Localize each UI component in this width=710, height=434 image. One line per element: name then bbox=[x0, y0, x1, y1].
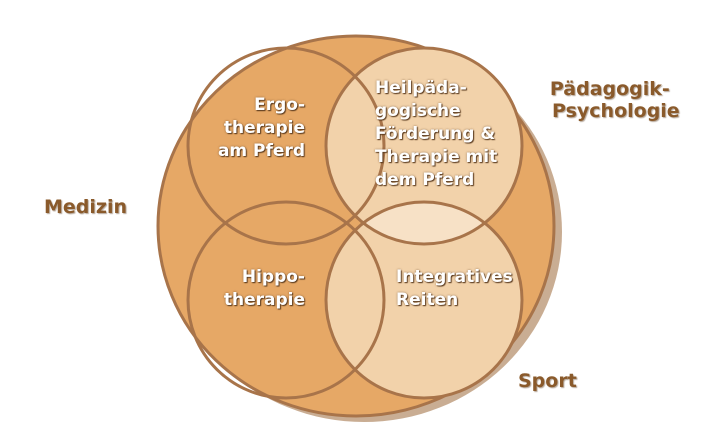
circle-integratives-reiten bbox=[324, 200, 524, 400]
label-ergotherapie: Ergo- therapie am Pferd bbox=[217, 95, 305, 161]
label-heilpaedagogik: Heilpäda- gogische Förderung & Therapie … bbox=[375, 78, 498, 190]
circle-hippotherapie bbox=[186, 200, 386, 400]
label-hippotherapie: Hippo- therapie bbox=[223, 267, 305, 310]
label-paedagogik-psychologie: Pädagogik- Psychologie bbox=[549, 78, 680, 122]
circle-integrativ-fill bbox=[326, 202, 522, 398]
label-medizin: Medizin bbox=[44, 196, 128, 218]
label-sport: Sport bbox=[518, 370, 577, 392]
circle-heilpaedagogik bbox=[324, 46, 524, 246]
circle-heilpaedagogik-fill bbox=[326, 48, 522, 244]
label-integratives-reiten: Integratives Reiten bbox=[396, 267, 513, 310]
circle-ergotherapie bbox=[186, 46, 386, 246]
